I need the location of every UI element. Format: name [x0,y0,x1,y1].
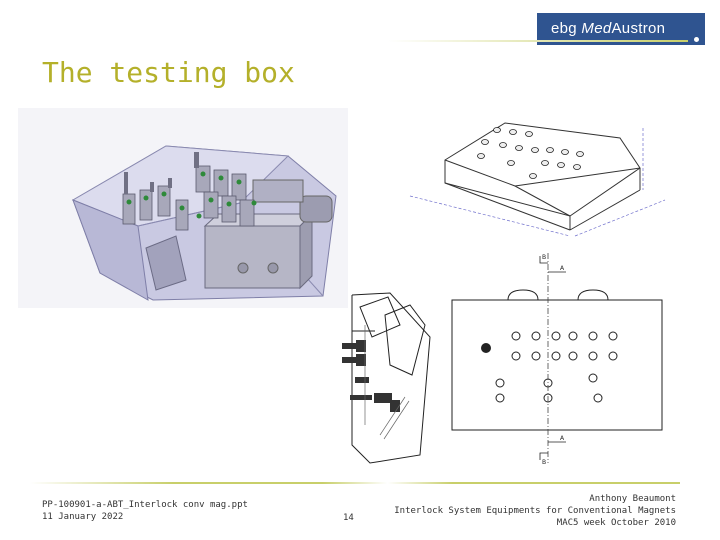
footer-event: MAC5 week October 2010 [556,518,676,528]
footer-subject: Interlock System Equipments for Conventi… [394,506,676,516]
section-mark: B [542,254,546,261]
logo-dot [694,37,699,42]
logo-prefix: ebg [551,20,582,37]
box-isometric-drawing [409,122,666,237]
box-3d-render [18,108,348,308]
footer-file: PP-100901-a-ABT_Interlock conv mag.ppt [42,500,248,510]
section-mark: A [560,435,565,442]
logo-suffix: Austron [611,20,666,37]
logo-accent: Med [581,20,612,37]
page-number: 14 [343,513,354,523]
footer-rule [30,482,680,484]
box-side-section-drawing [342,292,431,464]
box-front-view-drawing: B A A B [451,253,663,466]
slide-title: The testing box [42,56,295,89]
footer-date: 11 January 2022 [42,512,124,522]
footer-author: Anthony Beaumont [589,494,676,504]
footer-right: Anthony Beaumont Interlock System Equipm… [394,493,676,529]
logo: ebg MedAustron [537,13,705,45]
header-rule [388,40,688,42]
section-mark: B [542,459,546,466]
footer-left: PP-100901-a-ABT_Interlock conv mag.ppt 1… [42,499,248,523]
logo-text: ebg MedAustron [551,20,665,37]
section-mark: A [560,265,565,272]
